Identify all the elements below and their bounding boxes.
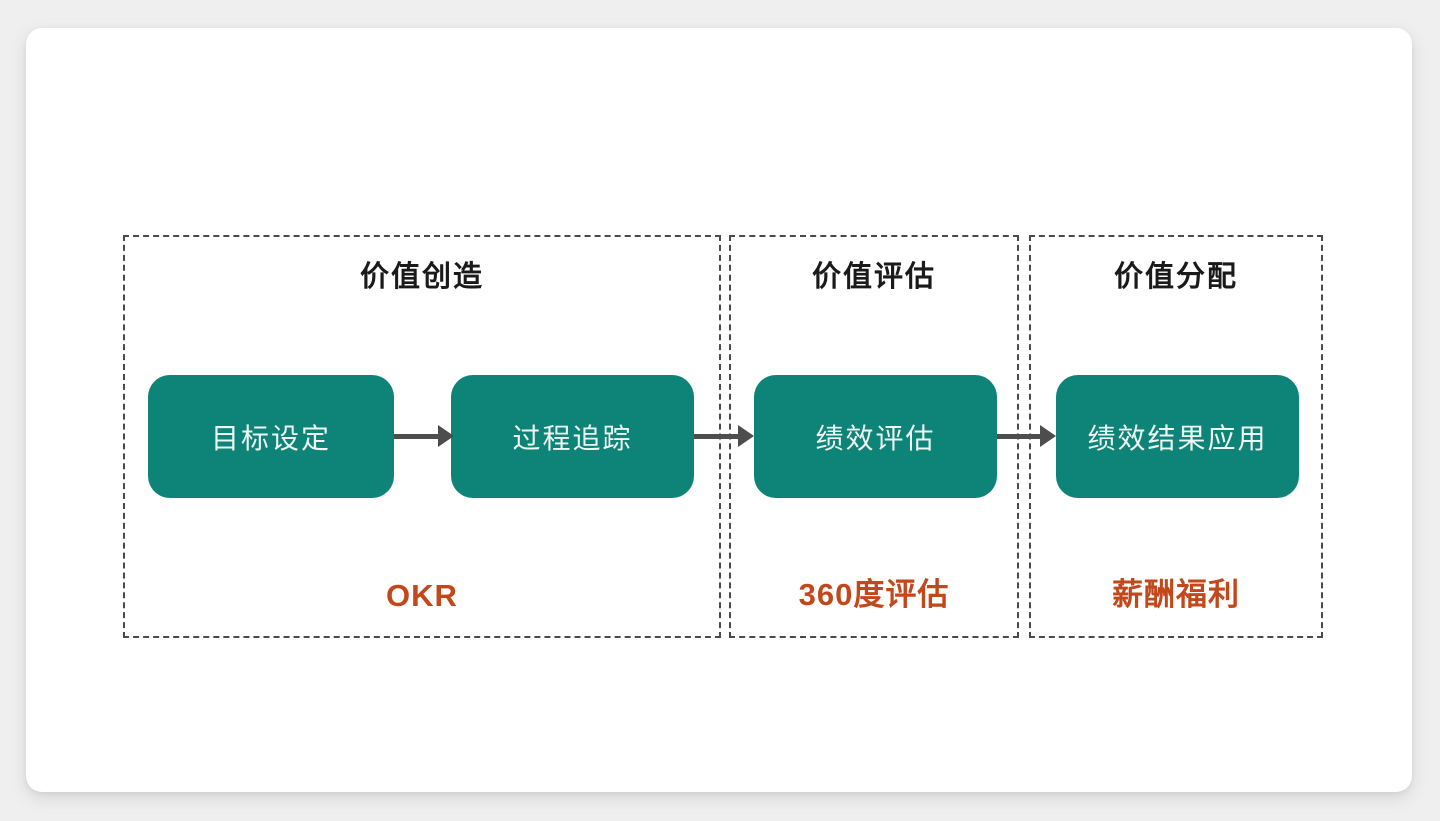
- step-process-tracking: 过程追踪: [451, 375, 694, 498]
- step-performance-result-application: 绩效结果应用: [1056, 375, 1299, 498]
- tool-label-360-review: 360度评估: [798, 577, 950, 612]
- section-title-value-creation: 价值创造: [359, 261, 484, 293]
- section-value-distribution: 价值分配 薪酬福利: [1029, 235, 1323, 638]
- section-title-value-evaluation: 价值评估: [811, 261, 936, 293]
- arrow-evaluation-to-application-icon: [997, 425, 1056, 447]
- tool-label-compensation-benefits: 薪酬福利: [1112, 577, 1240, 612]
- diagram-card: 价值创造 OKR 价值评估 360度评估 价值分配 薪酬福利 目标设定 过程追踪…: [26, 28, 1412, 792]
- step-goal-setting: 目标设定: [148, 375, 394, 498]
- step-performance-evaluation: 绩效评估: [754, 375, 997, 498]
- section-value-creation: 价值创造 OKR: [123, 235, 721, 638]
- section-title-value-distribution: 价值分配: [1113, 261, 1238, 293]
- arrow-tracking-to-evaluation-icon: [694, 425, 754, 447]
- tool-label-okr: OKR: [386, 578, 458, 613]
- arrow-goal-to-tracking-icon: [394, 425, 454, 447]
